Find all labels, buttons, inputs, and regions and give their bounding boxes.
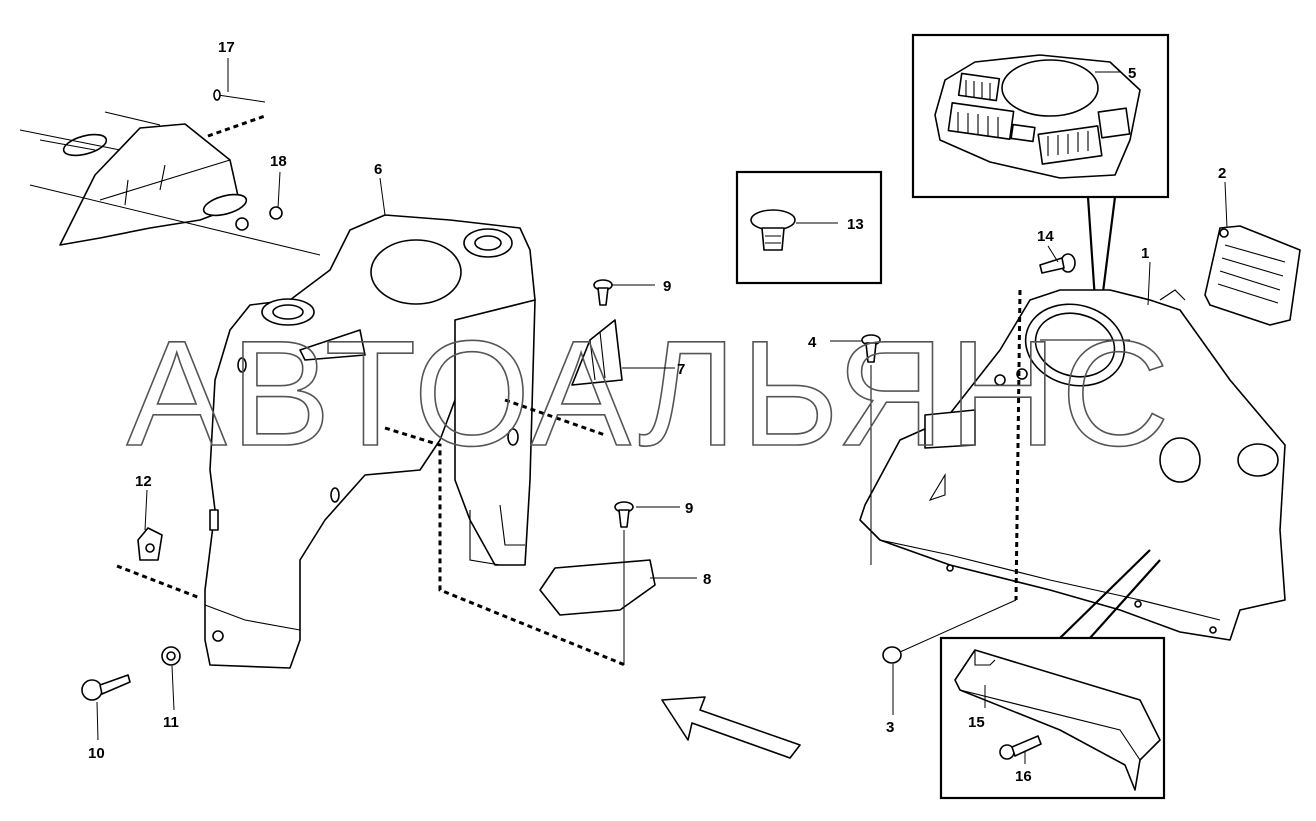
callout-10: 10: [88, 745, 105, 762]
callout-11: 11: [163, 714, 179, 731]
upper-bracket-assembly: [19, 89, 321, 256]
callout-labels: 1 2 3 4 5 6 7 8 9 9 10 11 12 13 14 15 16…: [88, 39, 1226, 785]
washer-part-11: [161, 646, 181, 666]
callout-17: 17: [218, 39, 235, 56]
clip-part-12: [137, 527, 163, 561]
fastener-9-lower: [614, 501, 634, 665]
screw-part-14: [1039, 253, 1076, 274]
callout-9-lower: 9: [685, 500, 693, 517]
fastener-9-upper: [593, 279, 613, 306]
pad-part-8: [539, 559, 656, 616]
bolt-part-10: [81, 674, 131, 701]
callout-4: 4: [808, 334, 817, 351]
main-housing-part-6: [204, 214, 536, 669]
callout-leaders: [96, 58, 1228, 764]
callout-14: 14: [1037, 228, 1054, 245]
inset-box-part-13: [735, 170, 883, 285]
screw-part-3: [882, 599, 1017, 664]
callout-18: 18: [270, 153, 287, 170]
callout-12: 12: [135, 473, 152, 490]
inset-box-parts-15-16: [939, 549, 1166, 800]
panel-housing-part-1: [859, 261, 1286, 641]
callout-3: 3: [886, 719, 894, 736]
watermark-text: АВТОАЛЬЯНС: [127, 309, 1174, 477]
direction-arrow: [661, 696, 801, 759]
vent-grille-part-2: [1204, 225, 1301, 326]
wedge-part-7: [571, 319, 623, 386]
callout-1: 1: [1141, 245, 1149, 262]
callout-6: 6: [374, 161, 382, 178]
callout-13: 13: [847, 216, 864, 233]
callout-9-upper: 9: [663, 278, 671, 295]
clip-part-4: [861, 334, 881, 565]
callout-15: 15: [968, 714, 985, 731]
callout-8: 8: [703, 571, 711, 588]
callout-7: 7: [677, 361, 685, 378]
callout-2: 2: [1218, 165, 1226, 182]
callout-16: 16: [1015, 768, 1032, 785]
inset-box-part-5: [911, 33, 1170, 301]
callout-5: 5: [1128, 65, 1136, 82]
